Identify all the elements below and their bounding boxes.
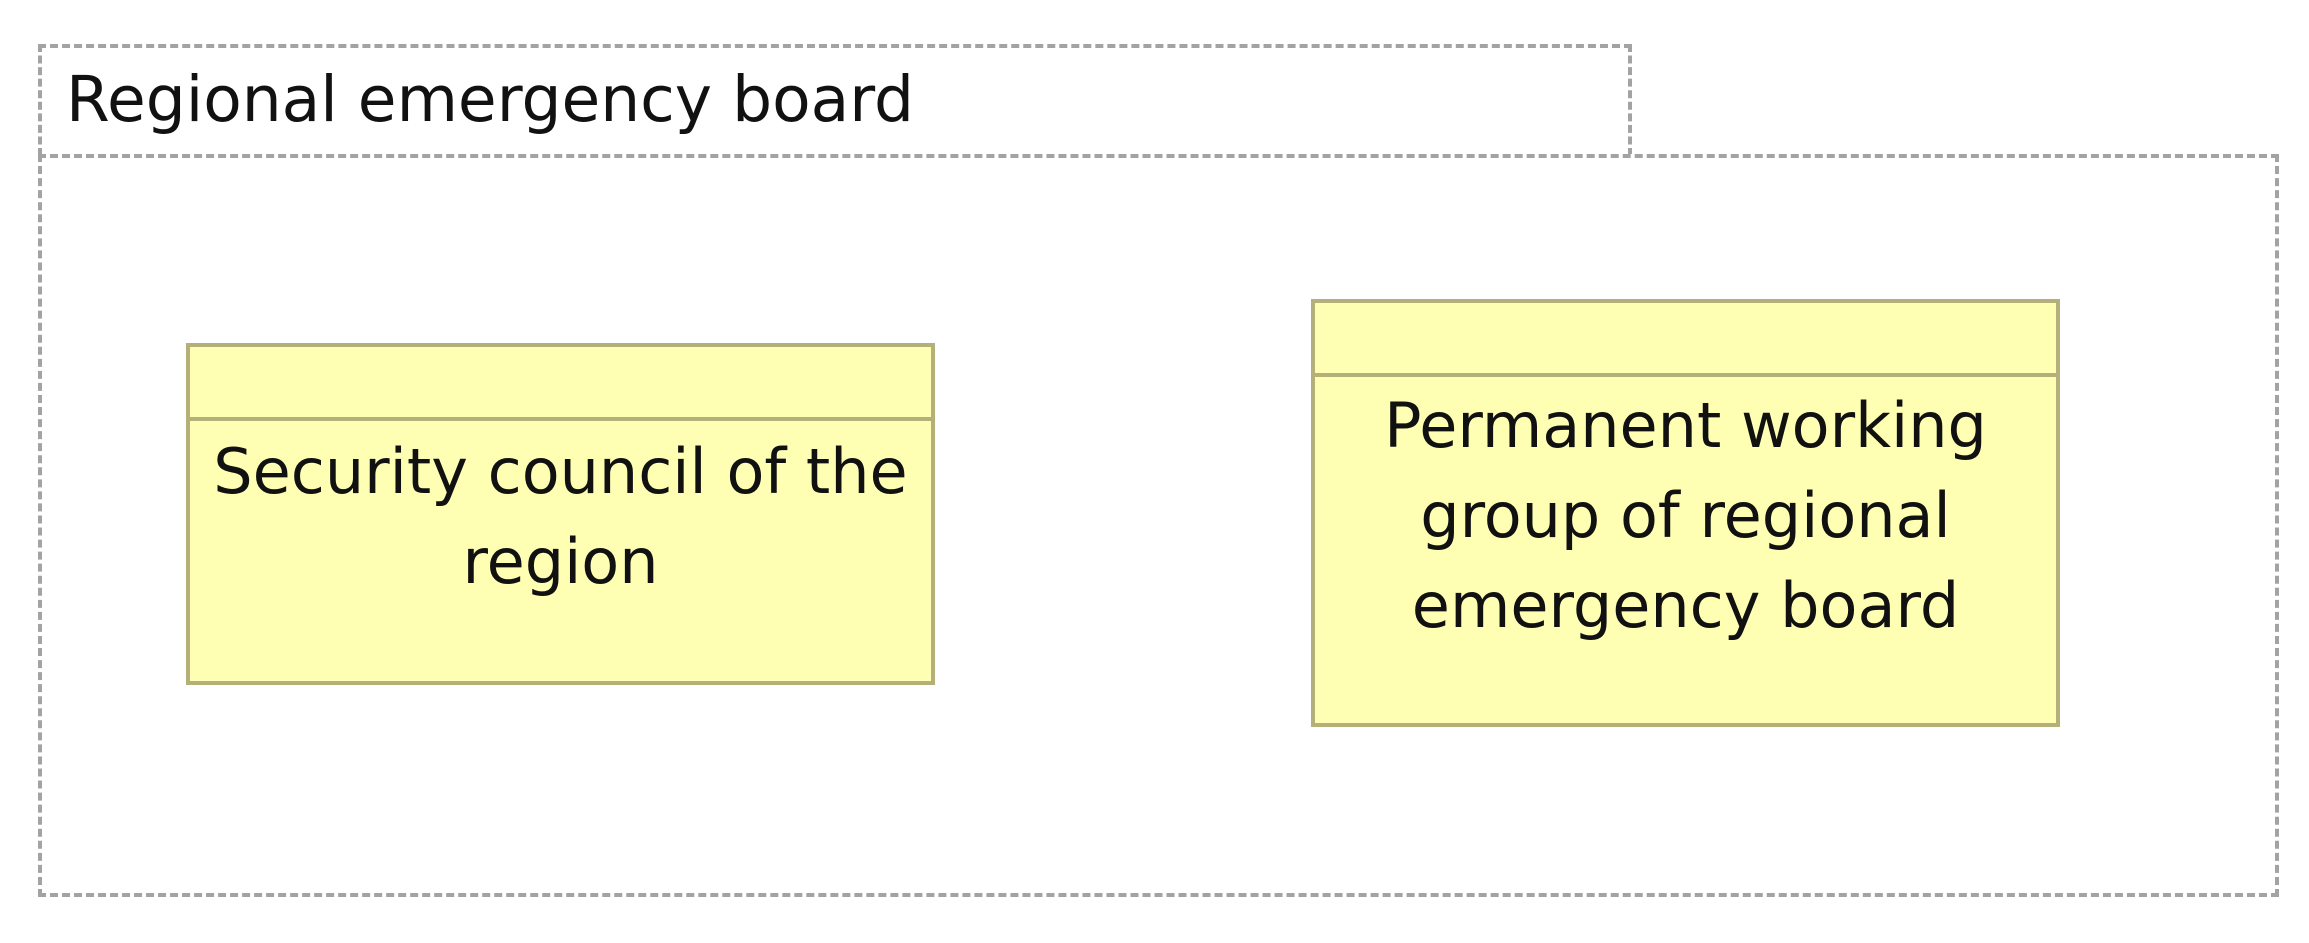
- class-header-compartment: [1315, 303, 2056, 377]
- package-title: Regional emergency board: [66, 63, 915, 136]
- class-name: Permanent working group of regional emer…: [1384, 389, 1987, 642]
- class-box-permanent-working-group[interactable]: Permanent working group of regional emer…: [1311, 299, 2060, 727]
- class-header-compartment: [190, 347, 931, 421]
- class-box-security-council[interactable]: Security council of the region: [186, 343, 935, 685]
- package-tab[interactable]: Regional emergency board: [38, 44, 1632, 156]
- class-name: Security council of the region: [213, 435, 908, 598]
